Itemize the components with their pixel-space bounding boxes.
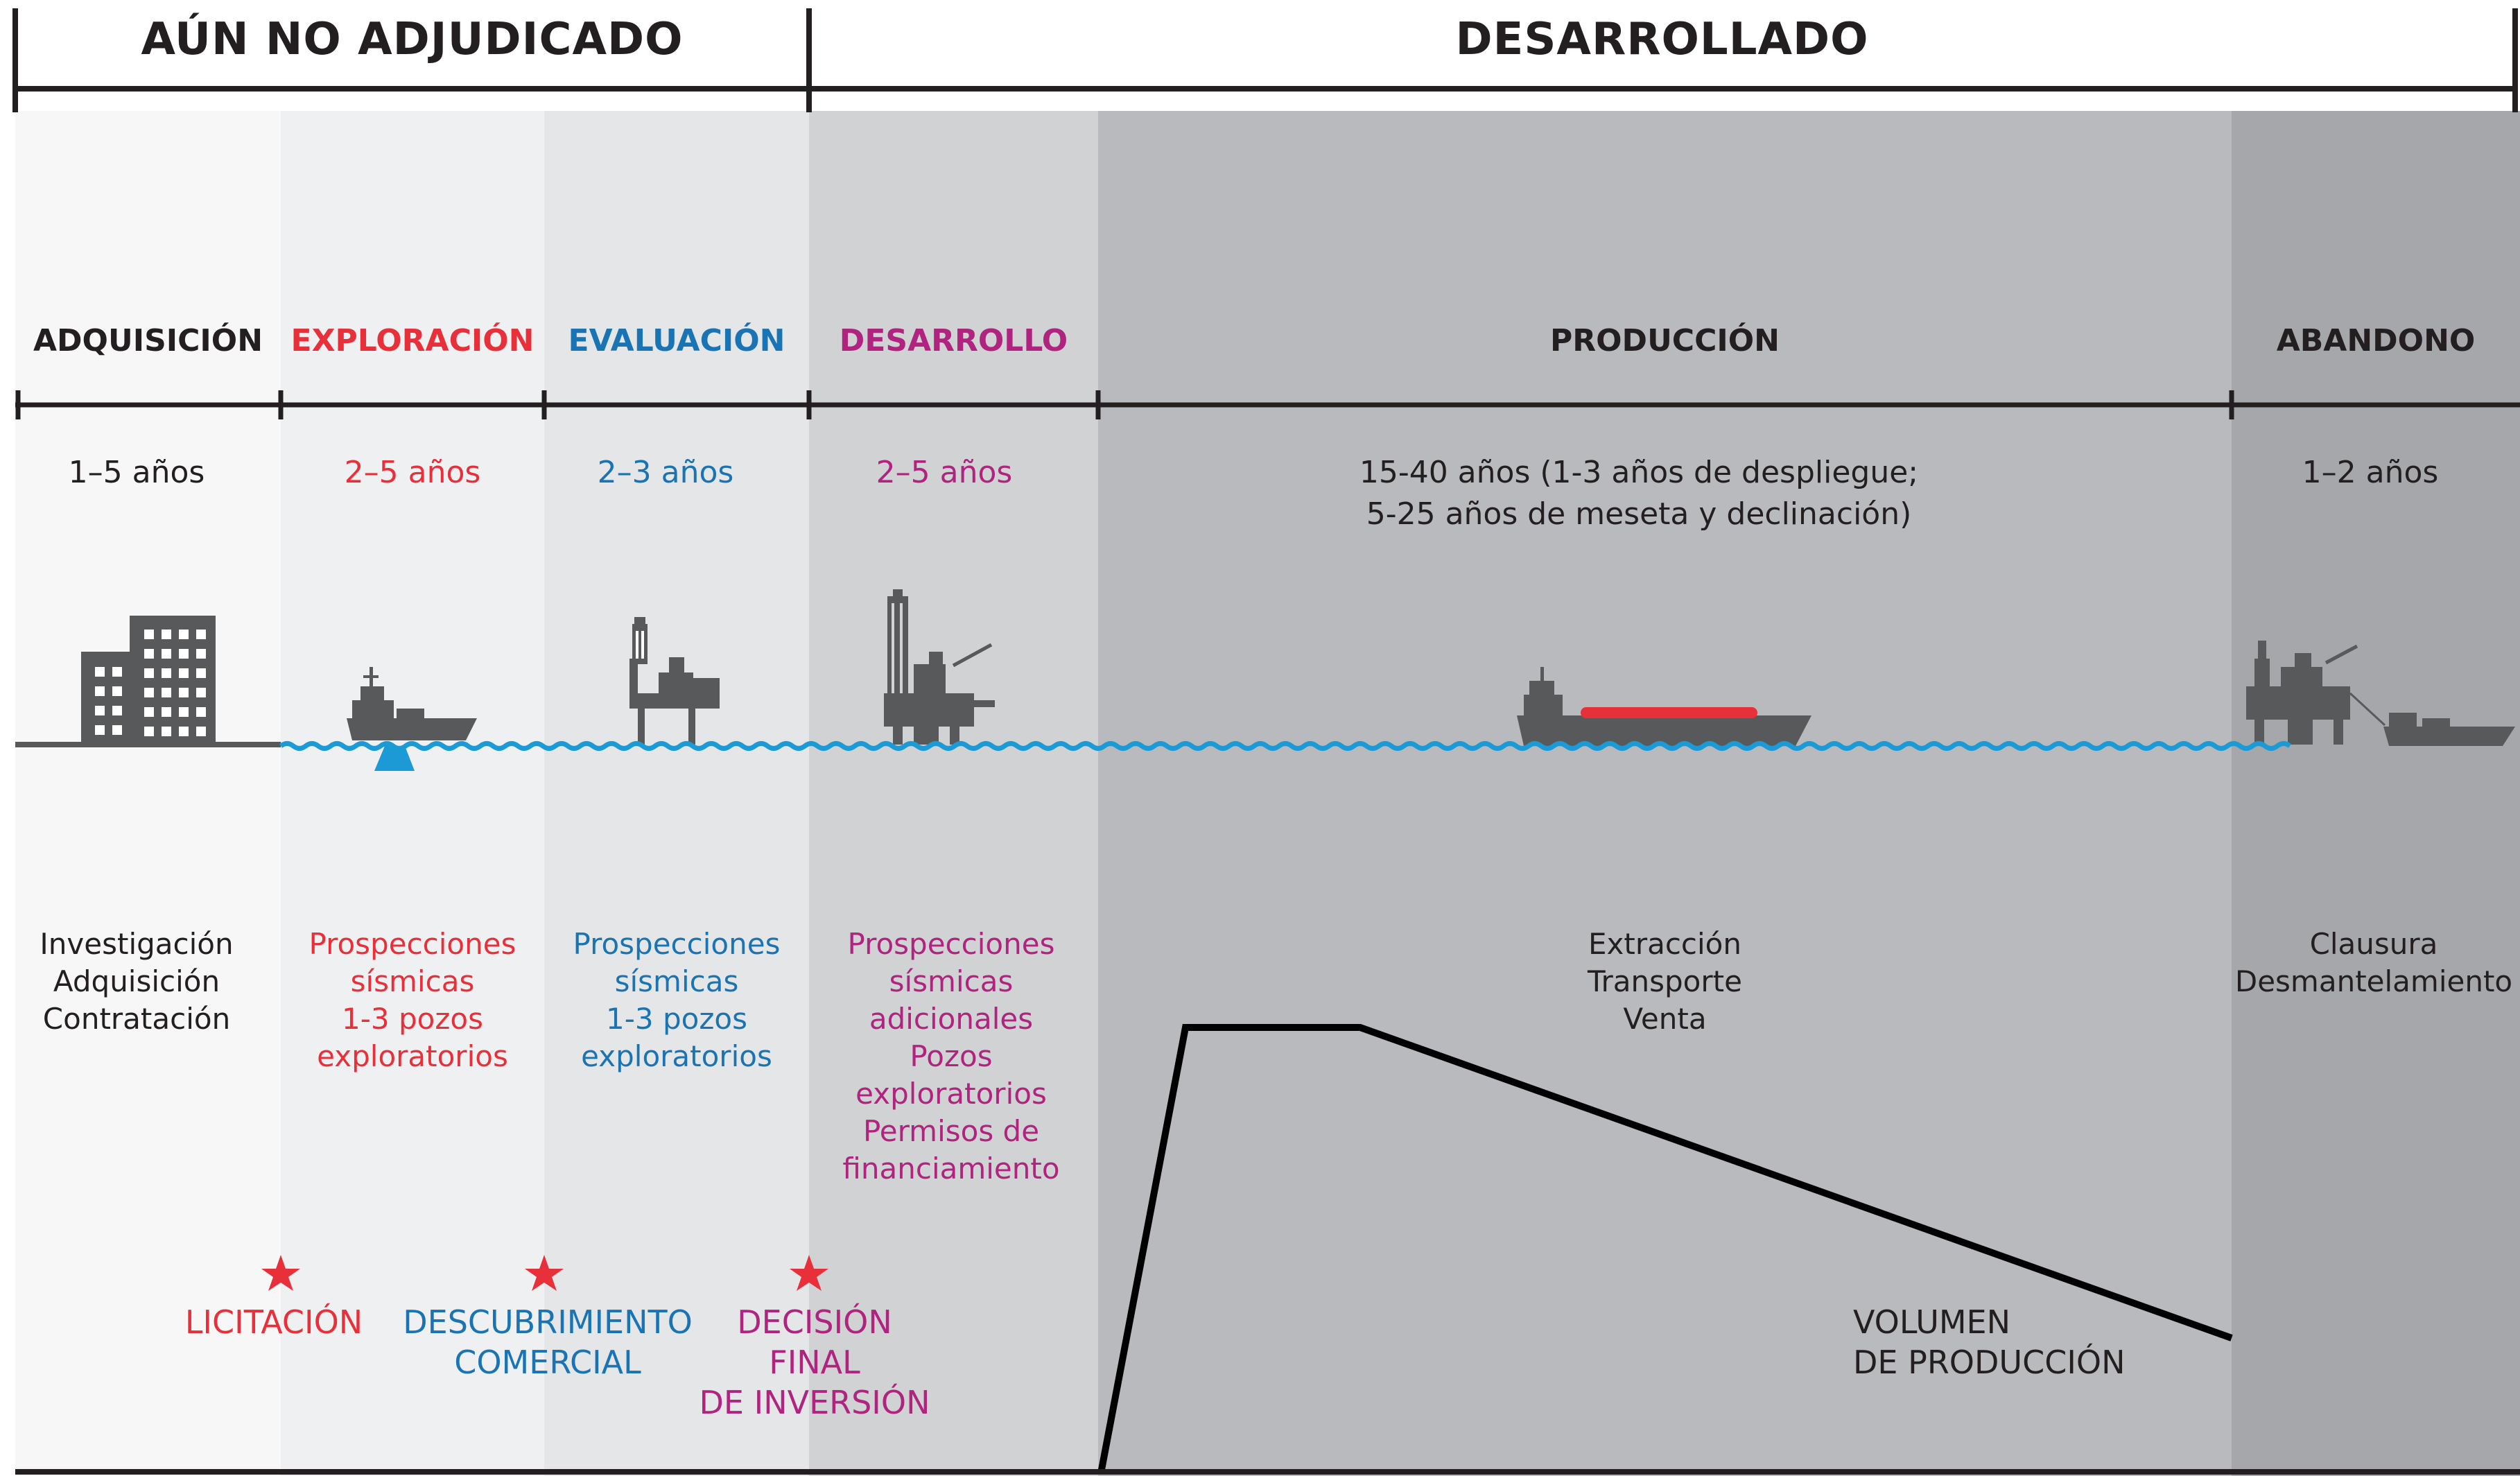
phase-name-desarrollo: DESARROLLO bbox=[839, 323, 1068, 358]
activity-line: sísmicas bbox=[614, 964, 739, 998]
milestone-star-icon bbox=[525, 1255, 564, 1291]
activity-line: Venta bbox=[1623, 1002, 1707, 1036]
activity-line: Extracción bbox=[1588, 927, 1742, 961]
activity-line: Contratación bbox=[42, 1002, 231, 1036]
activity-line: Clausura bbox=[2309, 927, 2438, 961]
phase-activities-produccion: Extracción Transporte Venta bbox=[1098, 926, 2232, 1038]
lifecycle-illustration bbox=[15, 589, 2515, 771]
milestone-decision-inversion: DECISIÓN FINAL DE INVERSIÓN bbox=[666, 1302, 964, 1423]
milestone-star-icon bbox=[261, 1255, 300, 1291]
activity-line: Prospecciones bbox=[847, 927, 1055, 961]
band-desarrollo bbox=[809, 111, 1098, 1476]
phase-name-abandono: ABANDONO bbox=[2276, 323, 2476, 358]
milestone-line: COMERCIAL bbox=[454, 1344, 641, 1381]
activity-line: Prospecciones bbox=[573, 927, 781, 961]
activity-line: sísmicas bbox=[889, 964, 1014, 998]
duration-line: 5-25 años de meseta y declinación) bbox=[1366, 496, 1912, 532]
phase-activities-adquisicion: Investigación Adquisición Contratación bbox=[15, 926, 258, 1038]
milestone-star-icon bbox=[790, 1255, 828, 1291]
band-evaluacion bbox=[544, 111, 809, 1476]
phase-name-evaluacion: EVALUACIÓN bbox=[568, 323, 785, 358]
decommissioning-platform-icon bbox=[2246, 641, 2515, 746]
activity-line: exploratorios bbox=[855, 1077, 1047, 1111]
activity-line: sísmicas bbox=[350, 964, 475, 998]
bottom-baseline bbox=[15, 1469, 2520, 1475]
phase-activities-desarrollo: Prospecciones sísmicas adicionales Pozos… bbox=[809, 926, 1093, 1188]
activity-line: 1-3 pozos bbox=[342, 1002, 483, 1036]
jackup-rig-icon bbox=[629, 617, 720, 745]
phase-activities-abandono: Clausura Desmantelamiento bbox=[2232, 926, 2516, 1000]
phase-activities-evaluacion: Prospecciones sísmicas 1-3 pozos explora… bbox=[544, 926, 809, 1075]
duration-line: 1–5 años bbox=[68, 455, 205, 490]
phase-duration-evaluacion: 2–3 años bbox=[544, 452, 787, 494]
milestone-line: DESCUBRIMIENTO bbox=[403, 1303, 693, 1341]
activity-line: Prospecciones bbox=[309, 927, 516, 961]
milestone-descubrimiento: DESCUBRIMIENTO COMERCIAL bbox=[385, 1302, 711, 1382]
milestone-line: FINAL bbox=[769, 1344, 860, 1381]
activity-line: Investigación bbox=[40, 927, 234, 961]
header-not-awarded: AÚN NO ADJUDICADO bbox=[141, 14, 684, 65]
office-building-shape bbox=[81, 616, 216, 742]
activity-line: Permisos de bbox=[862, 1114, 1040, 1148]
phase-activities-exploracion: Prospecciones sísmicas 1-3 pozos explora… bbox=[281, 926, 544, 1075]
header-developed: DESARROLLADO bbox=[1455, 14, 1869, 65]
activity-line: Transporte bbox=[1588, 964, 1742, 998]
band-exploracion bbox=[281, 111, 544, 1476]
seismic-survey-ship-icon bbox=[347, 667, 477, 771]
duration-line: 1–2 años bbox=[2302, 455, 2439, 490]
band-abandono bbox=[2232, 111, 2520, 1476]
phase-duration-produccion: 15-40 años (1-3 años de despliegue; 5-25… bbox=[1098, 452, 2180, 535]
milestone-line: LICITACIÓN bbox=[184, 1303, 363, 1341]
activity-line: Pozos bbox=[910, 1039, 993, 1073]
activity-line: Desmantelamiento bbox=[2234, 964, 2513, 998]
milestone-line: DE INVERSIÓN bbox=[699, 1384, 930, 1421]
duration-line: 15-40 años (1-3 años de despliegue; bbox=[1359, 455, 1919, 490]
header-brackets bbox=[12, 8, 2518, 112]
tanker-ship-icon bbox=[1517, 667, 1811, 746]
activity-line: adicionales bbox=[869, 1002, 1034, 1036]
activity-line: exploratorios bbox=[317, 1039, 508, 1073]
phase-name-adquisicion: ADQUISICIÓN bbox=[33, 323, 263, 358]
production-label-line: DE PRODUCCIÓN bbox=[1853, 1344, 2126, 1381]
activity-line: 1-3 pozos bbox=[606, 1002, 747, 1036]
milestone-stars bbox=[261, 1255, 828, 1291]
water-wave-line bbox=[279, 741, 2292, 751]
activity-line: exploratorios bbox=[581, 1039, 772, 1073]
activity-line: financiamiento bbox=[842, 1152, 1060, 1186]
phase-duration-exploracion: 2–5 años bbox=[281, 452, 544, 494]
milestone-licitacion: LICITACIÓN bbox=[146, 1302, 402, 1342]
phase-duration-desarrollo: 2–5 años bbox=[809, 452, 1079, 494]
phase-name-exploracion: EXPLORACIÓN bbox=[290, 323, 535, 358]
phase-name-produccion: PRODUCCIÓN bbox=[1550, 323, 1780, 358]
production-volume-label: VOLUMEN DE PRODUCCIÓN bbox=[1853, 1302, 2214, 1382]
band-produccion bbox=[1098, 111, 2232, 1476]
drilling-platform-icon bbox=[884, 589, 995, 745]
ground-line bbox=[15, 742, 281, 747]
milestone-line: DECISIÓN bbox=[737, 1303, 892, 1341]
production-label-line: VOLUMEN bbox=[1853, 1303, 2011, 1341]
duration-line: 2–5 años bbox=[344, 455, 481, 490]
band-adquisicion bbox=[15, 111, 281, 1476]
phase-timeline-axis bbox=[15, 390, 2520, 419]
duration-line: 2–5 años bbox=[876, 455, 1013, 490]
duration-line: 2–3 años bbox=[597, 455, 734, 490]
phase-duration-adquisicion: 1–5 años bbox=[15, 452, 258, 494]
phase-duration-abandono: 1–2 años bbox=[2232, 452, 2509, 494]
activity-line: Adquisición bbox=[53, 964, 220, 998]
